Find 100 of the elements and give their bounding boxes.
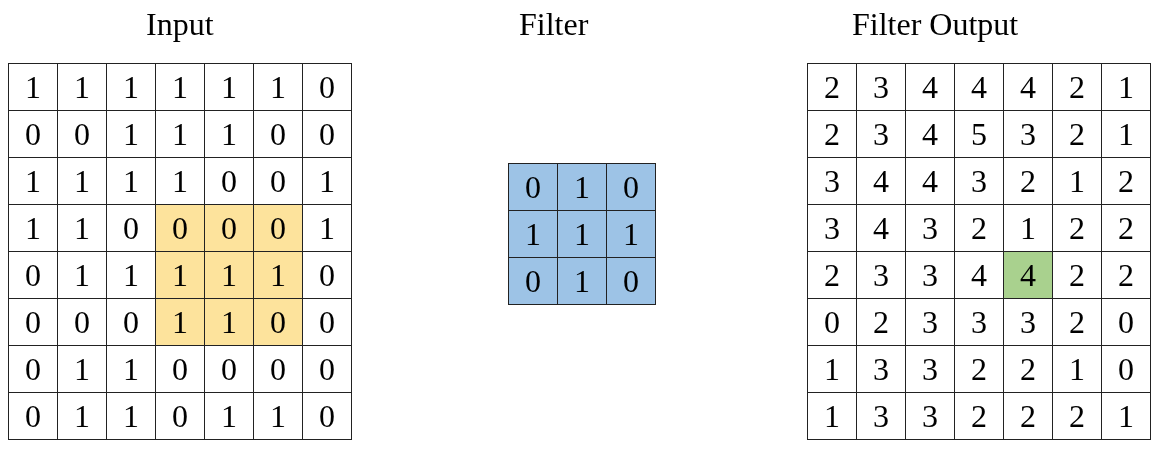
input-cell: 1 [204,392,254,440]
output-cell: 1 [1052,345,1102,393]
output-cell: 3 [856,392,906,440]
output-cell: 2 [807,251,857,299]
output-cell: 0 [807,298,857,346]
input-cell: 1 [155,157,205,205]
input-cell: 1 [8,204,58,252]
input-cell: 0 [57,110,107,158]
output-cell: 0 [1101,345,1151,393]
output-cell: 2 [954,392,1004,440]
input-cell: 0 [204,157,254,205]
input-cell: 0 [204,204,254,252]
output-cell: 3 [856,251,906,299]
output-cell: 2 [1003,392,1053,440]
output-cell: 4 [905,157,955,205]
input-cell: 0 [57,298,107,346]
output-cell: 2 [1101,251,1151,299]
input-cell: 1 [8,63,58,111]
input-cell: 1 [302,157,352,205]
input-cell: 0 [302,345,352,393]
filter-cell: 0 [508,163,558,211]
input-cell: 0 [106,298,156,346]
input-cell: 0 [302,392,352,440]
filter-cell: 0 [606,163,656,211]
output-cell: 4 [905,110,955,158]
input-cell: 0 [253,110,303,158]
input-cell: 0 [302,110,352,158]
output-cell: 1 [1101,392,1151,440]
input-cell: 0 [8,110,58,158]
input-cell: 0 [253,345,303,393]
output-cell: 3 [905,392,955,440]
output-cell: 2 [954,345,1004,393]
heading: Input [146,6,214,42]
input-cell: 1 [253,63,303,111]
output-cell: 0 [1101,298,1151,346]
output-cell: 3 [905,345,955,393]
output-cell: 4 [954,251,1004,299]
output-cell: 2 [1052,392,1102,440]
filter-cell: 1 [557,210,607,258]
filter-cell: 1 [606,210,656,258]
output-cell: 4 [856,157,906,205]
input-cell: 1 [253,251,303,299]
output-cell: 2 [1052,298,1102,346]
input-cell: 1 [57,251,107,299]
input-cell: 1 [155,110,205,158]
output-cell: 1 [1052,157,1102,205]
input-cell: 0 [253,204,303,252]
input-cell: 0 [155,345,205,393]
input-cell: 1 [155,251,205,299]
input-cell: 1 [106,63,156,111]
output-cell: 3 [954,157,1004,205]
input-cell: 0 [204,345,254,393]
input-cell: 1 [57,157,107,205]
output-cell: 4 [856,204,906,252]
output-cell: 2 [1052,204,1102,252]
output-cell: 4 [1003,63,1053,111]
input-cell: 0 [8,251,58,299]
output-cell: 3 [905,298,955,346]
input-cell: 1 [106,392,156,440]
output-cell: 5 [954,110,1004,158]
input-cell: 0 [253,157,303,205]
input-cell: 1 [204,110,254,158]
input-cell: 1 [57,204,107,252]
heading: Filter [519,6,589,42]
output-cell: 3 [856,110,906,158]
input-cell: 0 [302,63,352,111]
output-cell: 1 [1101,110,1151,158]
output-cell: 3 [856,63,906,111]
input-cell: 0 [302,251,352,299]
filter-cell: 1 [557,163,607,211]
input-cell: 1 [57,63,107,111]
output-cell: 1 [807,345,857,393]
input-cell: 1 [106,345,156,393]
input-cell: 0 [106,204,156,252]
input-cell: 0 [8,345,58,393]
output-cell: 4 [905,63,955,111]
input-cell: 1 [57,392,107,440]
input-cell: 0 [155,204,205,252]
output-cell: 2 [856,298,906,346]
output-cell: 2 [1052,110,1102,158]
output-cell: 2 [807,110,857,158]
output-cell: 2 [1052,251,1102,299]
input-cell: 1 [204,251,254,299]
output-cell: 3 [954,298,1004,346]
input-cell: 1 [8,157,58,205]
input-cell: 1 [106,251,156,299]
output-cell: 3 [905,251,955,299]
output-cell: 3 [1003,110,1053,158]
input-cell: 1 [253,392,303,440]
filter-cell: 0 [606,257,656,305]
input-cell: 1 [155,298,205,346]
filter-cell: 0 [508,257,558,305]
input-cell: 1 [302,204,352,252]
filter-cell: 1 [508,210,558,258]
input-cell: 0 [155,392,205,440]
output-cell: 3 [905,204,955,252]
input-cell: 1 [204,298,254,346]
input-cell: 0 [302,298,352,346]
input-cell: 1 [155,63,205,111]
input-cell: 1 [204,63,254,111]
